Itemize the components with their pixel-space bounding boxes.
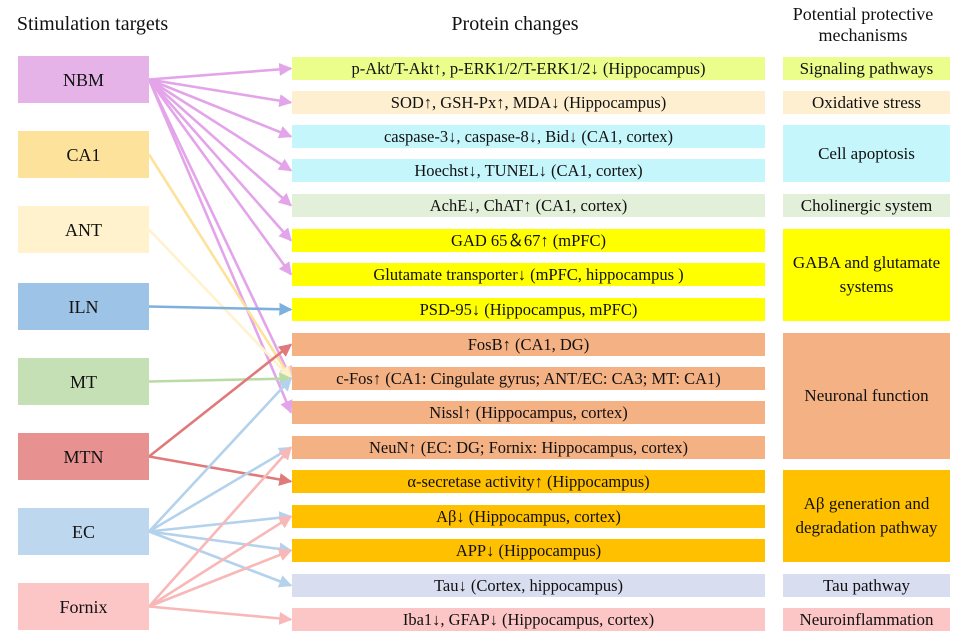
protein-ache-chat-ca1-cortex: AchE↓, ChAT↑ (CA1, cortex) bbox=[292, 194, 765, 217]
arrow-fornix-to-protein-16 bbox=[148, 605, 293, 625]
protein-c-fos-ca1-cingulate-gyrus-ant-ec-ca3-mt-: c-Fos↑ (CA1: Cingulate gyrus; ANT/EC: CA… bbox=[292, 367, 765, 390]
protein-gad-65-67-mpfc: GAD 65＆67↑ (mPFC) bbox=[292, 229, 765, 252]
protein-a-hippocampus-cortex: Aβ↓ (Hippocampus, cortex) bbox=[292, 505, 765, 528]
arrow-iln-to-protein-7 bbox=[148, 302, 293, 316]
arrow-ca1-to-protein-9 bbox=[147, 153, 293, 380]
arrow-fornix-to-protein-14 bbox=[148, 548, 293, 608]
mechanism-oxidative-stress: Oxidative stress bbox=[783, 91, 950, 114]
arrow-nbm-to-protein-10 bbox=[147, 78, 293, 414]
arrow-ec-to-protein-14 bbox=[148, 530, 293, 556]
target-mtn: MTN bbox=[18, 433, 149, 480]
protein-neun-ec-dg-fornix-hippocampus-cortex: NeuN↑ (EC: DG; Fornix: Hippocampus, cort… bbox=[292, 436, 765, 459]
target-ca1: CA1 bbox=[18, 131, 149, 178]
arrow-ant-to-protein-9 bbox=[148, 228, 292, 380]
mechanism-gaba-and-glutamate-systems: GABA and glutamate systems bbox=[783, 229, 950, 321]
arrow-nbm-to-protein-0 bbox=[148, 62, 293, 81]
target-iln: ILN bbox=[18, 283, 149, 330]
mechanism-signaling-pathways: Signaling pathways bbox=[783, 57, 950, 80]
arrow-nbm-to-protein-9 bbox=[147, 78, 293, 380]
mechanism-tau-pathway: Tau pathway bbox=[783, 574, 950, 597]
arrow-ec-to-protein-15 bbox=[148, 530, 293, 588]
arrow-nbm-to-protein-3 bbox=[148, 78, 293, 172]
arrow-ec-to-protein-13 bbox=[148, 511, 293, 533]
protein-psd-95-hippocampus-mpfc: PSD-95↓ (Hippocampus, mPFC) bbox=[292, 298, 765, 321]
protein-hoechst-tunel-ca1-cortex: Hoechst↓, TUNEL↓ (CA1, cortex) bbox=[292, 159, 765, 182]
arrow-mtn-to-protein-8 bbox=[148, 343, 293, 458]
mechanism-neuroinflammation: Neuroinflammation bbox=[783, 608, 950, 631]
protein-caspase-3-caspase-8-bid-ca1-cortex: caspase-3↓, caspase-8↓, Bid↓ (CA1, corte… bbox=[292, 125, 765, 148]
target-mt: MT bbox=[18, 358, 149, 405]
target-ant: ANT bbox=[18, 206, 149, 253]
arrow-fornix-to-protein-13 bbox=[148, 515, 293, 608]
arrow-mtn-to-protein-12 bbox=[148, 455, 293, 486]
header-stimulation-targets: Stimulation targets bbox=[16, 13, 169, 35]
arrow-ec-to-protein-11 bbox=[148, 446, 293, 533]
header-potential-protective-mechanisms: Potential protective mechanisms bbox=[792, 4, 934, 45]
protein-iba1-gfap-hippocampus-cortex: Iba1↓, GFAP↓ (Hippocampus, cortex) bbox=[292, 608, 765, 631]
mechanism-cholinergic-system: Cholinergic system bbox=[783, 194, 950, 217]
arrow-nbm-to-protein-6 bbox=[147, 78, 293, 276]
protein-p-akt-t-akt-p-erk1-2-t-erk1-2-hippocampu: p-Akt/T-Akt↑, p-ERK1/2/T-ERK1/2↓ (Hippoc… bbox=[292, 57, 765, 80]
protein-app-hippocampus: APP↓ (Hippocampus) bbox=[292, 539, 765, 562]
header-protein-changes: Protein changes bbox=[451, 13, 579, 35]
protein-sod-gsh-px-mda-hippocampus: SOD↑, GSH-Px↑, MDA↓ (Hippocampus) bbox=[292, 91, 765, 114]
arrow-mt-to-protein-9 bbox=[148, 372, 293, 386]
arrow-nbm-to-protein-1 bbox=[148, 78, 293, 108]
arrow-fornix-to-protein-11 bbox=[148, 446, 292, 608]
arrow-ec-to-protein-9 bbox=[148, 377, 292, 533]
arrow-nbm-to-protein-5 bbox=[148, 78, 292, 242]
target-fornix: Fornix bbox=[18, 583, 149, 630]
protein-fosb-ca1-dg: FosB↑ (CA1, DG) bbox=[292, 333, 765, 356]
protein-secretase-activity-hippocampus: α-secretase activity↑ (Hippocampus) bbox=[292, 470, 765, 493]
protein-glutamate-transporter-mpfc-hippocampus: Glutamate transporter↓ (mPFC, hippocampu… bbox=[292, 263, 765, 286]
protein-nissl-hippocampus-cortex: Nissl↑ (Hippocampus, cortex) bbox=[292, 401, 765, 424]
mechanism-neuronal-function: Neuronal function bbox=[783, 333, 950, 459]
target-nbm: NBM bbox=[18, 56, 149, 103]
arrow-nbm-to-protein-2 bbox=[148, 78, 293, 139]
mechanism-cell-apoptosis: Cell apoptosis bbox=[783, 125, 950, 182]
protein-tau-cortex-hippocampus: Tau↓ (Cortex, hippocampus) bbox=[292, 574, 765, 597]
arrow-nbm-to-protein-4 bbox=[148, 78, 292, 207]
target-ec: EC bbox=[18, 508, 149, 555]
mechanism-a-generation-and-degradation-pathway: Aβ generation and degradation pathway bbox=[783, 470, 950, 562]
